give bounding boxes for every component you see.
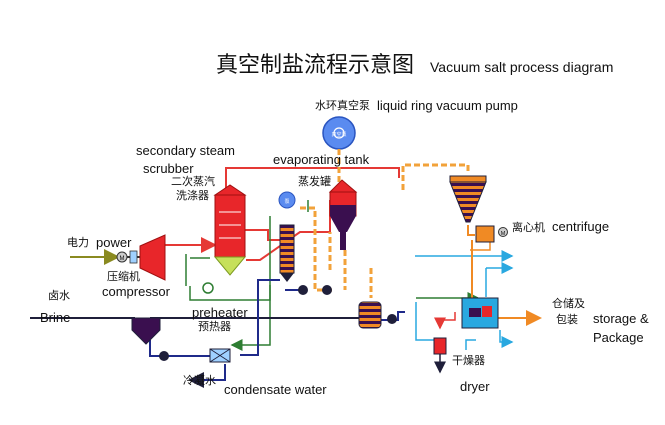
vacuum-pump-glyph: 真空泵 xyxy=(331,131,346,138)
water-line-5 xyxy=(434,312,456,330)
water-line-4 xyxy=(415,302,438,341)
scrubber-bottom xyxy=(213,256,247,276)
storage-label-zh-1: 仓储及 xyxy=(552,297,585,310)
scrubber-column xyxy=(214,194,246,258)
secondary-scrubber-label-zh-2: 洗涤器 xyxy=(176,189,209,202)
evaporating-tank-leg xyxy=(340,232,346,250)
salt-tank xyxy=(358,301,382,329)
condensate-exchanger-cross-2 xyxy=(209,348,231,363)
vacuum-pump-label-en: liquid ring vacuum pump xyxy=(377,98,518,113)
evaporating-tank-label-zh: 蒸发罐 xyxy=(298,175,331,188)
dryer-heater xyxy=(433,337,447,355)
condensate-line-1 xyxy=(149,340,210,357)
dryer-label-zh: 干燥器 xyxy=(452,354,485,367)
vapor-line-1 xyxy=(401,163,470,190)
green-line-4 xyxy=(230,285,271,351)
product-line-centrifuge xyxy=(467,225,475,236)
compressor-label-zh: 压缩机 xyxy=(107,270,140,283)
vapor-line-2 xyxy=(300,206,332,292)
heater-pump-glyph: 泵 xyxy=(284,199,289,205)
storage-label-zh-2: 包装 xyxy=(556,313,578,326)
storage-label-en-2: Package xyxy=(593,330,644,345)
diagram-title-en: Vacuum salt process diagram xyxy=(430,59,614,75)
scrubber-top xyxy=(213,184,247,196)
compressor-label-en: compressor xyxy=(102,284,170,299)
evaporating-tank-cone xyxy=(330,216,356,232)
storage-label-en-1: storage & xyxy=(593,311,649,326)
motor-label: M xyxy=(120,256,125,262)
brine-label-en: Brine xyxy=(40,310,71,325)
steam-line-heat xyxy=(246,200,331,261)
vacuum-pump-hub xyxy=(333,127,345,139)
heater-pump-icon xyxy=(278,191,296,209)
pump-small-1 xyxy=(202,282,214,294)
condensate-label-zh: 冷凝水 xyxy=(183,374,216,387)
secondary-scrubber-label-en-1: secondary steam xyxy=(136,143,235,158)
pump-small-5 xyxy=(322,285,332,295)
secondary-scrubber-label-en-2: scrubber xyxy=(143,161,194,176)
green-line-1 xyxy=(189,216,271,301)
centrifuge-motor-label: M xyxy=(501,231,506,237)
diagram-title-zh: 真空制盐流程示意图 xyxy=(216,53,415,78)
condensate-line-2 xyxy=(188,364,226,388)
pump-small-2 xyxy=(298,285,308,295)
dryer-inner-red xyxy=(482,306,492,317)
centrifuge-motor-icon xyxy=(498,227,508,237)
preheater-label-zh: 预热器 xyxy=(198,320,231,333)
power-label-en: power xyxy=(96,235,132,250)
condensate-line-3 xyxy=(240,279,280,356)
cyclone-top xyxy=(449,175,487,183)
centrifuge-label-zh: 离心机 xyxy=(512,221,545,234)
steam-line-evap xyxy=(240,229,282,241)
motor-icon xyxy=(116,251,128,263)
vacuum-pump-label-zh: 水环真空泵 xyxy=(315,99,370,112)
preheater-label-en: preheater xyxy=(192,305,248,320)
condensate-label-en: condensate water xyxy=(224,382,327,397)
power-label-zh: 电力 xyxy=(67,236,89,249)
cyclone-body xyxy=(449,181,487,223)
centrifuge-label-en: centrifuge xyxy=(552,219,610,234)
centrifuge-icon xyxy=(475,225,495,243)
pump-small-3 xyxy=(159,351,169,361)
coupling-icon xyxy=(129,250,138,264)
evaporating-tank-top xyxy=(328,179,358,193)
water-line-7 xyxy=(499,330,514,348)
heat-exchanger xyxy=(279,224,295,274)
product-line-centrifuge-out xyxy=(470,240,491,251)
evaporating-tank-label-en: evaporating tank xyxy=(273,152,370,167)
secondary-scrubber-label-zh-1: 二次蒸汽 xyxy=(171,175,215,188)
dryer-label-en: dryer xyxy=(460,379,490,394)
heat-exchanger-bottom xyxy=(280,273,294,282)
compressor-icon xyxy=(139,234,166,281)
pump-small-4 xyxy=(387,314,397,324)
dryer-inner-purple xyxy=(469,308,481,317)
water-line-8 xyxy=(465,339,476,350)
brine-label-zh: 卤水 xyxy=(48,289,70,302)
steam-line-top xyxy=(225,167,400,190)
brine-settler xyxy=(131,317,161,345)
evaporating-tank-liquid xyxy=(330,205,356,216)
